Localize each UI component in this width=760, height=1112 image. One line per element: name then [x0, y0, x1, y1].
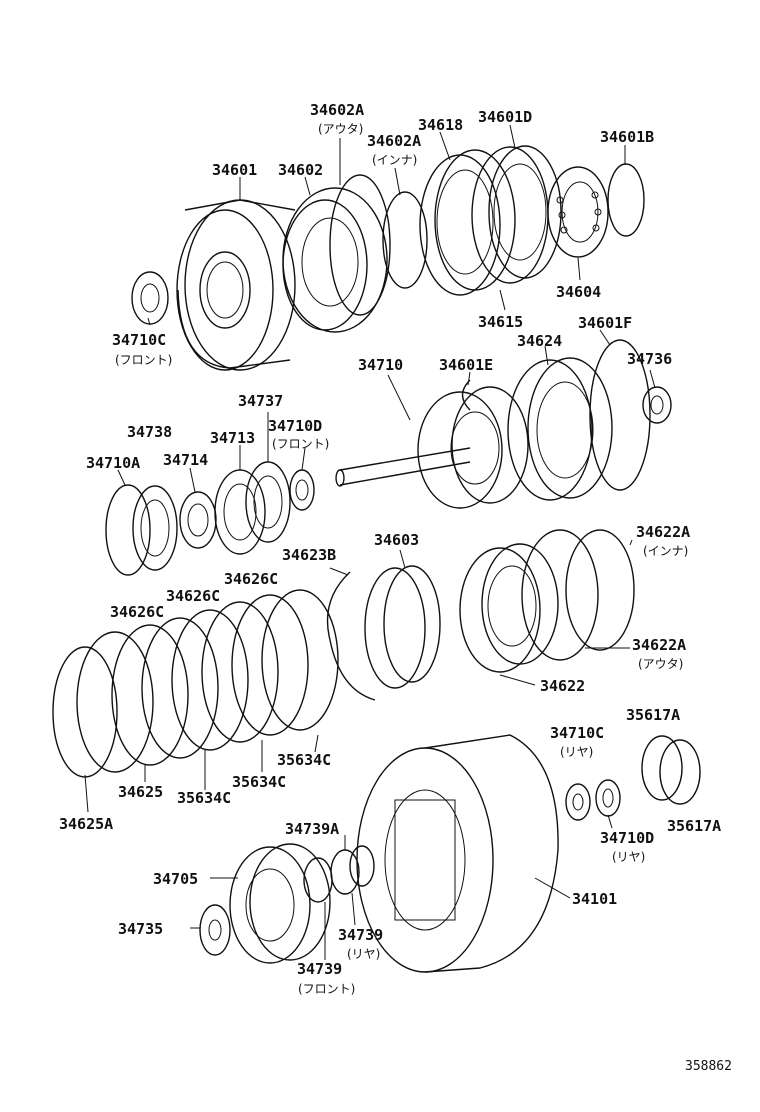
part-34739A-race[interactable]: [349, 845, 375, 887]
label-34710D-rear-note: (リヤ): [612, 850, 645, 864]
label-34710A: 34710A: [86, 454, 140, 472]
label-34618: 34618: [418, 116, 463, 134]
part-34625A-snap-ring[interactable]: [52, 646, 118, 778]
part-34602A-outer-oring[interactable]: [329, 174, 391, 316]
label-34713: 34713: [210, 429, 255, 447]
label-34739-front-note: (フロント): [298, 982, 355, 996]
part-35617A-seal-rings[interactable]: [641, 735, 701, 805]
part-34601F-snap-ring[interactable]: [589, 339, 651, 491]
label-34601F: 34601F: [578, 314, 632, 332]
part-34710D-front-washer[interactable]: [289, 469, 315, 511]
part-34736-washer[interactable]: [642, 386, 672, 424]
label-34626C-c: 34626C: [110, 603, 164, 621]
label-34710D-front: 34710D: [268, 417, 322, 435]
label-34710D-rear: 34710D: [600, 829, 654, 847]
label-34602A-inner: 34602A: [367, 132, 421, 150]
part-34710-shaft[interactable]: [335, 386, 529, 509]
part-34737-gear[interactable]: [245, 461, 291, 543]
label-34622A-outer: 34622A: [632, 636, 686, 654]
label-34739-front: 34739: [297, 960, 342, 978]
label-34601D: 34601D: [478, 108, 532, 126]
part-34714-bearing[interactable]: [179, 491, 217, 549]
label-34739A: 34739A: [285, 820, 339, 838]
label-34622A-outer-note: (アウタ): [638, 657, 683, 671]
label-34601E: 34601E: [439, 356, 493, 374]
part-34713-ring[interactable]: [214, 469, 266, 555]
label-34710D-front-note: (フロント): [272, 437, 329, 451]
label-34739-rear-note: (リヤ): [347, 947, 380, 961]
label-35617A-a: 35617A: [626, 706, 680, 724]
part-34604-bearing[interactable]: [547, 166, 609, 258]
label-34602A-outer-note: (アウタ): [318, 122, 363, 136]
label-34626C-a: 34626C: [224, 570, 278, 588]
label-34739-rear: 34739: [338, 926, 383, 944]
label-34735: 34735: [118, 920, 163, 938]
label-34737: 34737: [238, 392, 283, 410]
part-34101-case[interactable]: [356, 734, 559, 973]
label-34738: 34738: [127, 423, 172, 441]
label-34622A-inner-note: (インナ): [643, 544, 688, 558]
label-34710C-rear-note: (リヤ): [560, 745, 593, 759]
part-34601E-ring[interactable]: [461, 379, 471, 411]
label-34603: 34603: [374, 531, 419, 549]
label-34710C-front-note: (フロント): [115, 353, 172, 367]
label-34622A-inner: 34622A: [636, 523, 690, 541]
catalog-number: 358862: [685, 1059, 732, 1074]
label-34710C-front: 34710C: [112, 331, 166, 349]
label-34623B: 34623B: [282, 546, 336, 564]
part-34735-washer[interactable]: [199, 904, 231, 956]
label-34710C-rear: 34710C: [550, 724, 604, 742]
label-34602A-inner-note: (インナ): [372, 153, 417, 167]
label-34601B: 34601B: [600, 128, 654, 146]
label-34705: 34705: [153, 870, 198, 888]
part-34602A-inner-oring[interactable]: [382, 191, 428, 289]
label-34602A-outer: 34602A: [310, 101, 364, 119]
part-34622A-outer-oring[interactable]: [521, 529, 599, 661]
part-34601-drum[interactable]: [176, 199, 296, 371]
part-34710C-rear-washer[interactable]: [565, 783, 591, 821]
label-34736: 34736: [627, 350, 672, 368]
part-34705-drum[interactable]: [229, 843, 331, 964]
part-34624-hub[interactable]: [507, 357, 613, 501]
label-34604: 34604: [556, 283, 601, 301]
label-34601: 34601: [212, 161, 257, 179]
label-35634C-b: 35634C: [232, 773, 286, 791]
label-34626C-b: 34626C: [166, 587, 220, 605]
label-34615: 34615: [478, 313, 523, 331]
part-34622-piston[interactable]: [459, 543, 559, 673]
label-34602: 34602: [278, 161, 323, 179]
leader-lines: [84, 124, 656, 960]
part-34618-plates[interactable]: [419, 149, 516, 296]
label-35634C-c: 35634C: [177, 789, 231, 807]
label-34101: 34101: [572, 890, 617, 908]
part-34710A-snap-ring[interactable]: [105, 484, 151, 576]
label-34710: 34710: [358, 356, 403, 374]
label-34622: 34622: [540, 677, 585, 695]
part-clutch-pack[interactable]: [76, 589, 339, 773]
label-35634C-a: 35634C: [277, 751, 331, 769]
label-35617A-b: 35617A: [667, 817, 721, 835]
part-34603-carrier[interactable]: [364, 565, 441, 689]
part-34601B-snap-ring[interactable]: [607, 163, 645, 237]
part-34739-rear-bearing[interactable]: [330, 849, 360, 895]
part-34710C-front-washer[interactable]: [131, 271, 169, 325]
part-34738-plate[interactable]: [132, 485, 178, 571]
part-34710D-rear-washer[interactable]: [595, 779, 621, 817]
label-34714: 34714: [163, 451, 208, 469]
label-34625: 34625: [118, 783, 163, 801]
part-34622A-inner-oring[interactable]: [565, 529, 635, 651]
part-34602-piston[interactable]: [282, 187, 388, 333]
label-34625A: 34625A: [59, 815, 113, 833]
part-34623B-ring[interactable]: [326, 571, 376, 701]
part-labels: 34602A (アウタ) 34618 34601D 34602A (インナ) 3…: [59, 101, 732, 1074]
label-34624: 34624: [517, 332, 562, 350]
